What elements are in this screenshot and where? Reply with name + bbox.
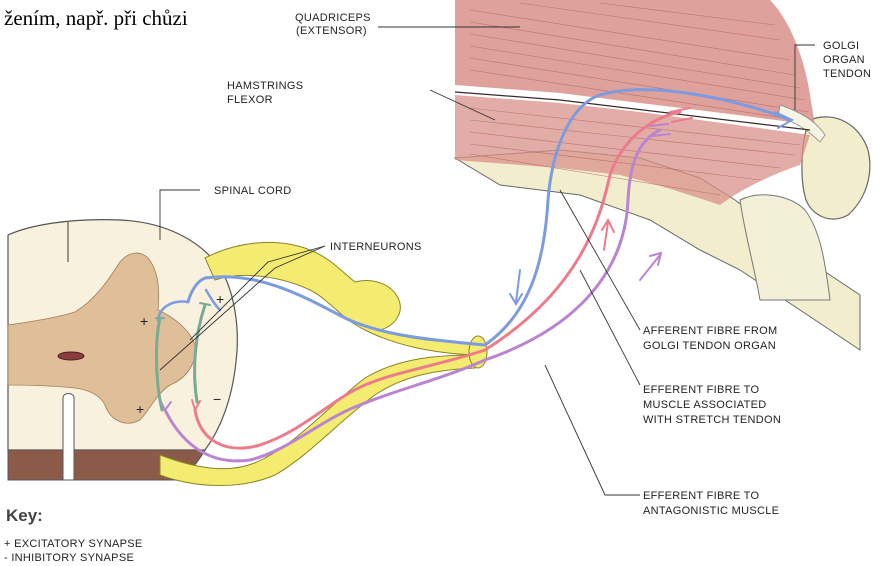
label-afferent-2: GOLGI TENDON ORGAN	[643, 340, 776, 352]
dorsal-root	[205, 242, 475, 355]
label-golgi-3: TENDON	[823, 68, 871, 80]
label-interneurons: INTERNEURONS	[330, 241, 422, 253]
key-title: Key:	[6, 506, 43, 526]
central-canal	[58, 352, 84, 360]
label-hamstrings: HAMSTRINGS	[227, 80, 303, 92]
label-efferent-antag-1: EFFERENT FIBRE TO	[643, 490, 759, 502]
caption-text: žením, např. při chůzi	[4, 6, 188, 31]
synapse-plus-1: +	[140, 313, 148, 329]
label-spinal-cord: SPINAL CORD	[214, 185, 291, 197]
synapse-plus-3: +	[136, 401, 144, 417]
label-hamstrings-sub: FLEXOR	[227, 94, 273, 106]
key-excitatory: + EXCITATORY SYNAPSE	[4, 538, 143, 550]
label-efferent-stretch-1: EFFERENT FIBRE TO	[643, 384, 759, 396]
synapse-minus: −	[213, 391, 221, 407]
label-quadriceps: QUADRICEPS	[295, 12, 371, 24]
synapse-plus-2: +	[216, 291, 224, 307]
label-efferent-stretch-2: MUSCLE ASSOCIATED	[643, 399, 766, 411]
label-efferent-stretch-3: WITH STRETCH TENDON	[643, 414, 781, 426]
label-quadriceps-sub: (EXTENSOR)	[296, 25, 367, 37]
label-efferent-antag-2: ANTAGONISTIC MUSCLE	[643, 505, 779, 517]
label-afferent-1: AFFERENT FIBRE FROM	[643, 325, 777, 337]
label-golgi-1: GOLGI	[823, 40, 859, 52]
spinal-cord-cross-section	[8, 220, 237, 480]
label-golgi-2: ORGAN	[823, 54, 865, 66]
key-inhibitory: - INHIBITORY SYNAPSE	[4, 552, 134, 564]
